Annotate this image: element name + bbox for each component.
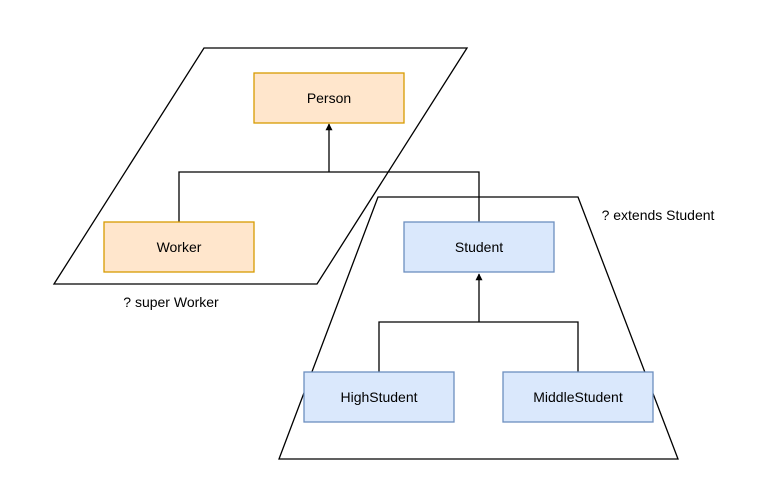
student-to-person-connector <box>329 171 480 222</box>
worker-node[interactable]: Worker <box>103 221 255 273</box>
person-node[interactable]: Person <box>253 72 405 124</box>
student-node[interactable]: Student <box>403 221 555 273</box>
worker-box <box>103 221 255 273</box>
highstudent-to-student-connector <box>378 321 479 372</box>
middlestudent-label: MiddleStudent <box>533 389 623 405</box>
super-worker-region-outline <box>52 47 469 285</box>
highstudent-label: HighStudent <box>340 389 417 405</box>
highstudent-node[interactable]: HighStudent <box>303 371 455 423</box>
middlestudent-to-student-connector <box>479 321 579 372</box>
highstudent-box <box>303 371 455 423</box>
extends-student-region-label: ? extends Student <box>602 207 715 223</box>
person-box <box>253 72 405 124</box>
student-box <box>403 221 555 273</box>
worker-label: Worker <box>157 239 202 255</box>
worker-to-person-connector <box>178 171 329 222</box>
super-worker-region-label: ? super Worker <box>123 294 219 310</box>
middlestudent-node[interactable]: MiddleStudent <box>502 371 654 423</box>
student-label: Student <box>455 239 503 255</box>
person-label: Person <box>307 90 351 106</box>
middlestudent-box <box>502 371 654 423</box>
